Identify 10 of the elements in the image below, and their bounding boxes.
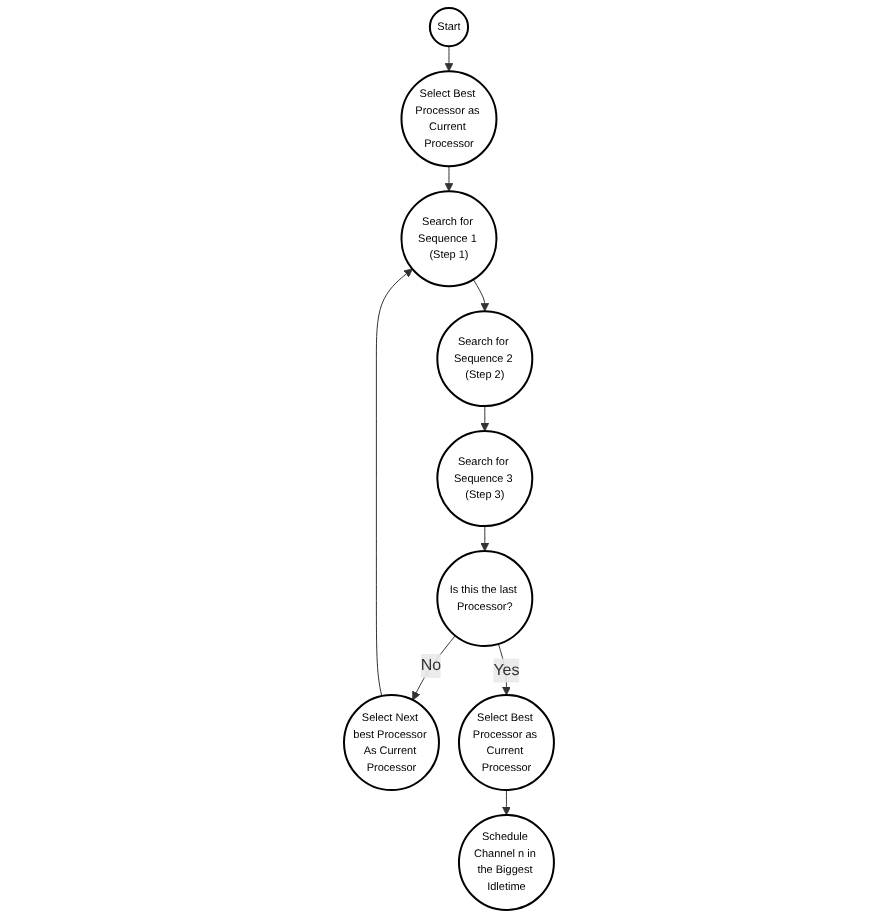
- arrow: [479, 405, 489, 432]
- arrow: [443, 165, 453, 192]
- arrow: [374, 268, 412, 697]
- arrow: [471, 278, 489, 312]
- arrow: [501, 789, 510, 816]
- arrow: [443, 45, 453, 72]
- edge-label: No: [419, 656, 441, 674]
- arrow: [411, 635, 455, 701]
- edge-label: Yes: [492, 661, 519, 679]
- arrow: [479, 525, 489, 552]
